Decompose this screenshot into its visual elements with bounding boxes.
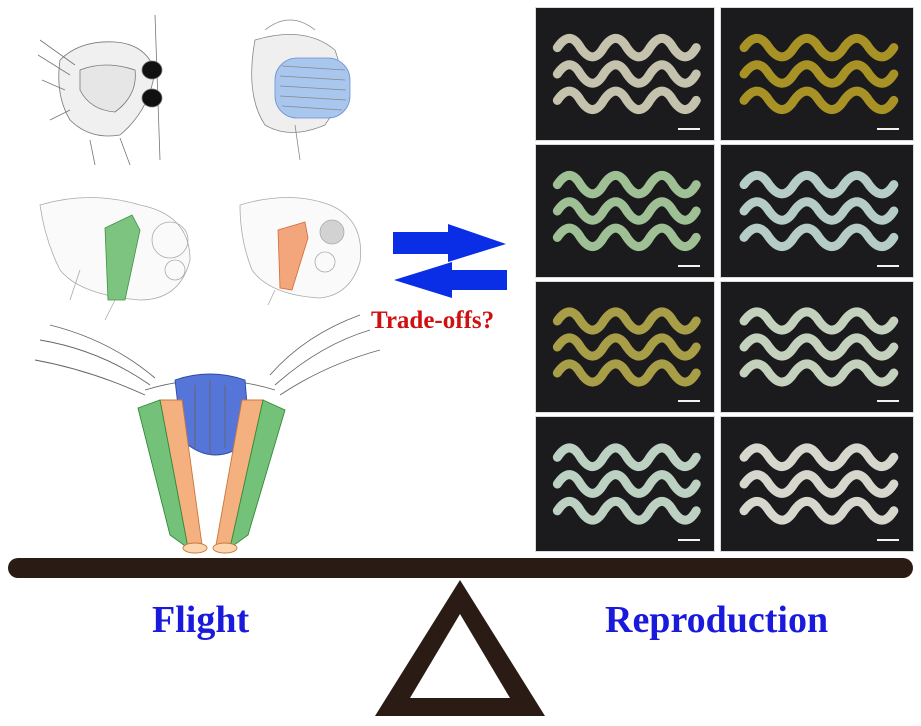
ovary-strand [552,60,701,88]
double-opposing-arrow-icon [393,224,507,298]
fly-thorax-dorsal-drawing [37,14,163,166]
ovary-strand [739,170,899,199]
reproduction-label: Reproduction [605,599,829,641]
ovary-strand [552,197,701,225]
ovary-photo-2 [720,7,914,141]
ovary-strand [739,443,899,472]
ovary-photo-8 [720,416,914,552]
ovary-photo-5 [535,281,715,413]
tradeoffs-label: Trade-offs? [371,307,495,334]
ovary-strand [739,60,899,88]
scale-bar [678,539,700,541]
ovary-strand [739,223,899,252]
ovary-strand [552,223,701,252]
ovary-strand [552,470,701,498]
ovary-strand [552,307,701,335]
ovary-photo-1 [535,7,715,141]
ovary-photo-7 [535,416,715,552]
ovary-strand [552,443,701,471]
ovary-photo-6 [720,281,914,413]
ovary-strand [739,197,899,225]
ovary-strand [552,33,701,62]
ovary-strand [739,307,899,335]
ovary-strand [552,86,701,115]
scale-bar [678,128,700,130]
triangle-fulcrum-icon [375,580,545,716]
seesaw [8,558,913,716]
ovary-strand [739,333,899,361]
fly-thorax-dlm-drawing [251,19,351,161]
balance-beam [8,558,913,578]
scale-bar [877,128,899,130]
fly-lateral-green-drawing [39,197,191,321]
scale-bar [678,265,700,267]
fly-lateral-orange-drawing [239,197,362,306]
scale-bar [877,539,899,541]
fly-drawings [34,14,381,554]
ovary-strand [739,496,899,525]
ovary-strand [739,86,899,115]
flight-label: Flight [152,599,250,641]
ovary-photo-4 [720,144,914,278]
ovary-photo-3 [535,144,715,278]
scale-bar [678,400,700,402]
ovary-strand [552,359,701,387]
thorax-cross-section-drawing [34,314,381,554]
ovary-strand [739,359,899,387]
scale-bar [877,265,899,267]
scale-bar [877,400,899,402]
ovary-strand [739,470,899,498]
ovary-strand [739,33,899,62]
ovary-strand [552,333,701,361]
ovary-strand [552,170,701,199]
ovary-strand [552,497,701,525]
